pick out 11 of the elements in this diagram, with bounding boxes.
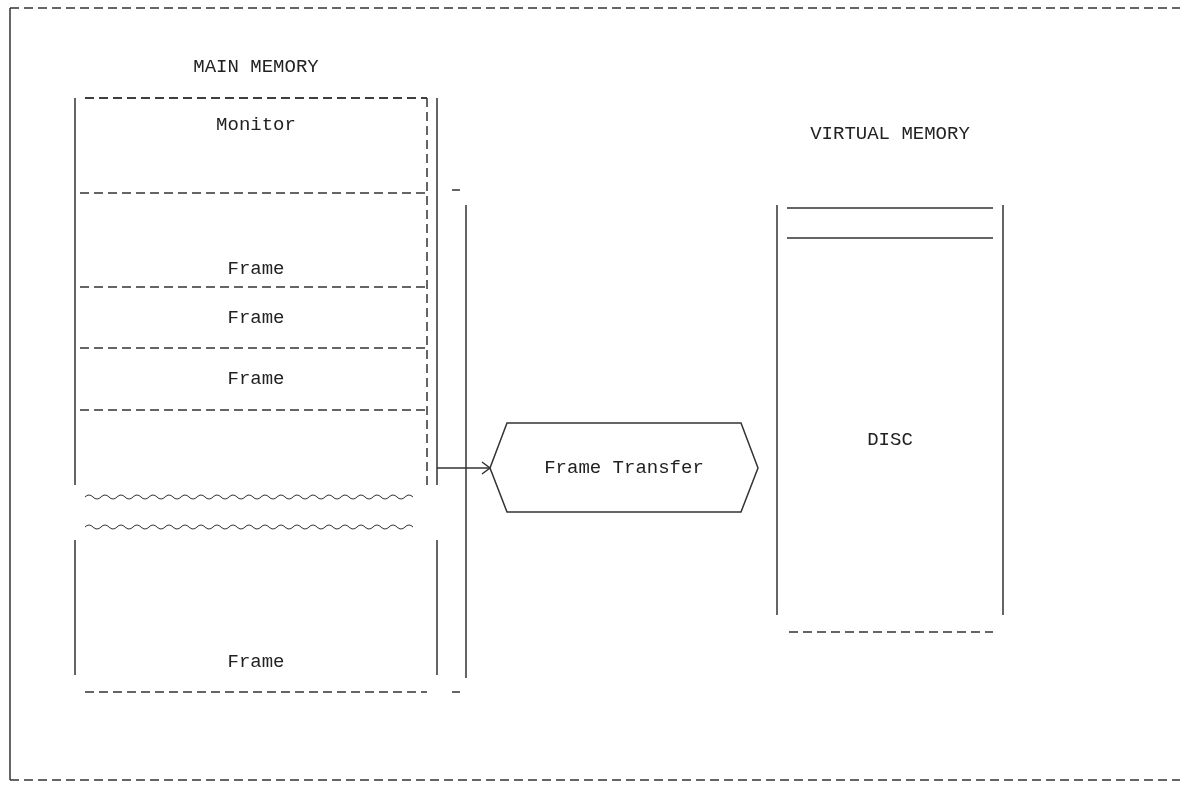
section-label: Frame xyxy=(226,650,286,674)
section-label: Frame xyxy=(226,367,286,391)
section-label: Frame Transfer xyxy=(543,456,705,480)
section-label: Frame xyxy=(226,306,286,330)
transfer-hexagon xyxy=(490,423,758,513)
arrow xyxy=(436,461,491,475)
section-label: Monitor xyxy=(215,113,297,137)
section-label: Frame xyxy=(226,257,286,281)
column-heading: MAIN MEMORY xyxy=(192,55,320,79)
column-heading: VIRTUAL MEMORY xyxy=(809,122,971,146)
section-label: DISC xyxy=(866,428,914,452)
